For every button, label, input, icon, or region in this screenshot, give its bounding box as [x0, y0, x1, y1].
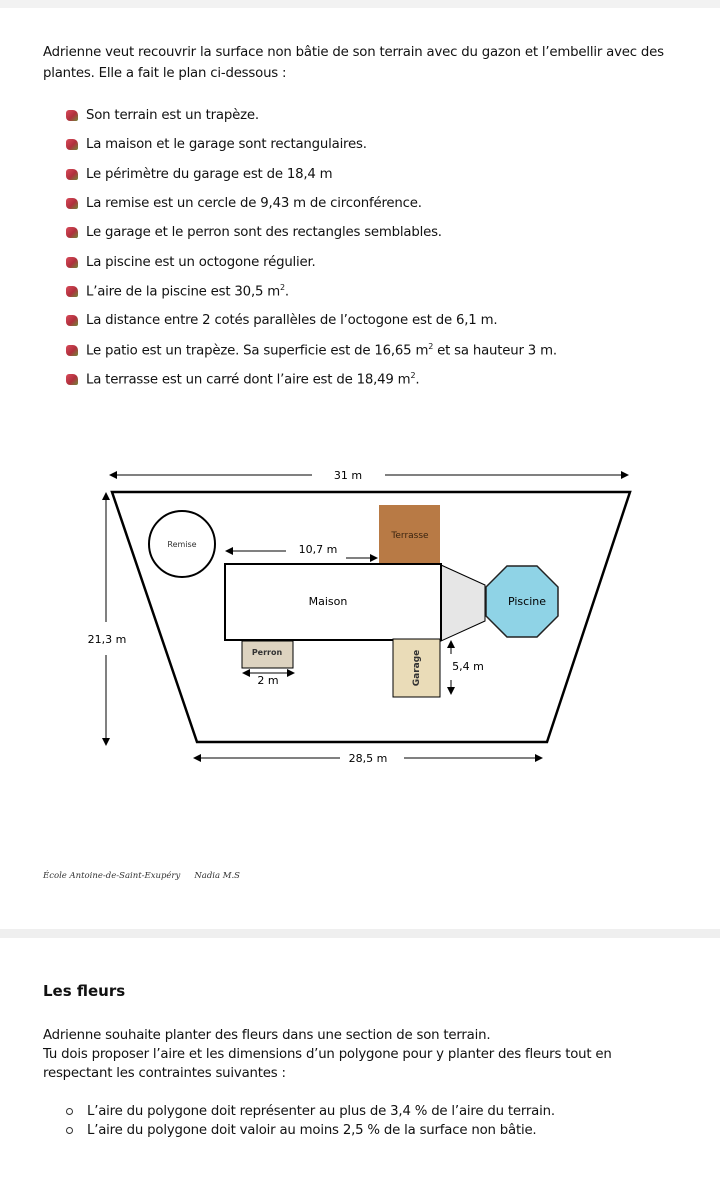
list-item: Le garage et le perron sont des rectangl…	[66, 218, 557, 247]
section-title: Les fleurs	[43, 982, 126, 1000]
land-plan-diagram: 31 m 21,3 m 28,5 m Remise Terrasse 10,7 …	[88, 469, 632, 765]
section-text: Adrienne souhaite planter des fleurs dan…	[43, 1028, 612, 1081]
bottom-width-label: 28,5 m	[349, 752, 388, 765]
remise-circle	[148, 510, 216, 578]
circle-bullet-icon	[66, 1108, 73, 1115]
list-item: Le patio est un trapèze. Sa superficie e…	[66, 335, 557, 364]
flower-bullet-icon	[66, 373, 78, 385]
list-item: La piscine est un octogone régulier.	[66, 247, 557, 276]
flower-bullet-icon	[66, 139, 78, 151]
list-item: La maison et le garage sont rectangulair…	[66, 130, 557, 159]
constraints-list: L’aire du polygone doit représenter au p…	[66, 1102, 555, 1140]
flower-bullet-icon	[66, 227, 78, 239]
list-item: L’aire de la piscine est 30,5 m2.	[66, 277, 557, 306]
flower-bullet-icon	[66, 198, 78, 210]
flower-bullet-icon	[66, 344, 78, 356]
list-item: La terrasse est un carré dont l’aire est…	[66, 365, 557, 394]
perron-rect	[241, 640, 294, 669]
school-name: École Antoine-de-Saint-Exupéry	[43, 871, 181, 881]
flower-bullet-icon	[66, 168, 78, 180]
page-break	[0, 929, 720, 938]
terrasse-square	[379, 505, 440, 564]
author-name: Nadia M.S	[194, 871, 240, 881]
list-item: L’aire du polygone doit valoir au moins …	[66, 1121, 555, 1140]
garage-label: Garage	[412, 650, 422, 687]
top-band	[0, 0, 720, 8]
list-item: La remise est un cercle de 9,43 m de cir…	[66, 189, 557, 218]
piscine-octagon	[485, 565, 559, 638]
height-label: 21,3 m	[88, 633, 127, 646]
list-item: Son terrain est un trapèze.	[66, 101, 557, 130]
perron-label: Perron	[252, 648, 283, 657]
list-item: L’aire du polygone doit représenter au p…	[66, 1102, 555, 1121]
piscine-label: Piscine	[508, 595, 546, 608]
terrasse-label: Terrasse	[390, 531, 429, 541]
list-item: Le périmètre du garage est de 18,4 m	[66, 160, 557, 189]
credit-line: École Antoine-de-Saint-Exupéry Nadia M.S	[43, 871, 254, 881]
flower-bullet-icon	[66, 256, 78, 268]
facts-list: Son terrain est un trapèze. La maison et…	[66, 101, 557, 394]
garage-rect	[392, 638, 441, 698]
flower-bullet-icon	[66, 110, 78, 122]
garage-length-label: 5,4 m	[452, 660, 484, 673]
maison-label: Maison	[309, 595, 348, 608]
house-width-label: 10,7 m	[299, 543, 338, 556]
list-item: La distance entre 2 cotés parallèles de …	[66, 306, 557, 335]
top-width-label: 31 m	[334, 469, 362, 482]
flower-bullet-icon	[66, 285, 78, 297]
circle-bullet-icon	[66, 1127, 73, 1134]
intro-text: Adrienne veut recouvrir la surface non b…	[43, 45, 664, 81]
maison-rect	[224, 563, 442, 641]
flower-bullet-icon	[66, 315, 78, 327]
perron-width-label: 2 m	[257, 674, 278, 687]
remise-label: Remise	[167, 540, 196, 549]
